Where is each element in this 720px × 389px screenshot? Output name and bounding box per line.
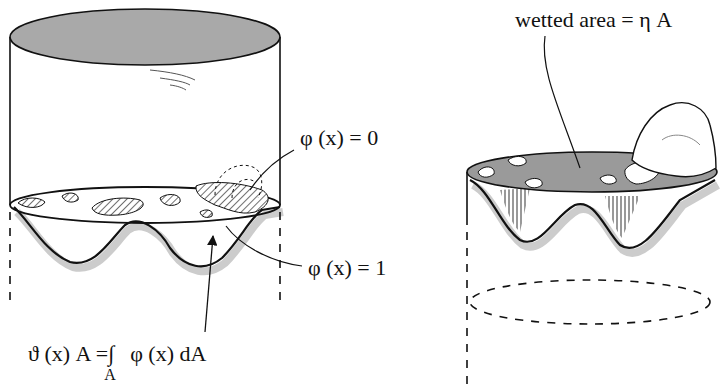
- gloss-lines: [150, 70, 195, 90]
- contact-patch: [200, 210, 212, 217]
- contact-patch: [160, 195, 180, 206]
- dry-spot: [600, 175, 616, 184]
- droplet-bump: [632, 103, 716, 177]
- dashed-wall: [279, 212, 281, 300]
- leader-arrow: [205, 236, 213, 332]
- contact-patch: [92, 198, 143, 215]
- formula-right: φ (x) dA: [130, 342, 206, 366]
- contact-patch: [18, 198, 45, 207]
- dotted-dome: [215, 165, 262, 198]
- left-cylinder: [10, 9, 302, 332]
- surface-shadow: [473, 185, 718, 253]
- gap-hatch: [500, 188, 640, 238]
- cylinder-wall: [466, 172, 468, 225]
- dry-spot: [478, 167, 494, 177]
- surface-shadow: [17, 212, 283, 271]
- leader-line: [250, 150, 294, 190]
- cylinder-wall: [9, 37, 11, 205]
- phi-zero-label: φ (x) = 0: [300, 126, 378, 150]
- right-cylinder: [467, 36, 718, 385]
- phi-one-label: φ (x) = 1: [308, 256, 386, 280]
- leader-line: [226, 226, 302, 266]
- dry-spot: [525, 178, 542, 187]
- leader-line: [544, 36, 580, 168]
- dry-spot: [508, 156, 526, 165]
- bump-shading: [662, 135, 700, 145]
- wetted-area-label: wetted area = η A: [515, 8, 672, 32]
- dashed-ellipse: [470, 280, 710, 324]
- contact-patch: [62, 193, 78, 202]
- dashed-wall: [466, 232, 468, 385]
- cylinder-wall: [279, 37, 281, 205]
- dashed-wall: [9, 212, 11, 300]
- top-face: [10, 9, 280, 65]
- formula-left: ϑ (x) A =∫: [28, 342, 114, 366]
- integral-subscript: A: [104, 366, 116, 384]
- rough-surface: [14, 207, 280, 266]
